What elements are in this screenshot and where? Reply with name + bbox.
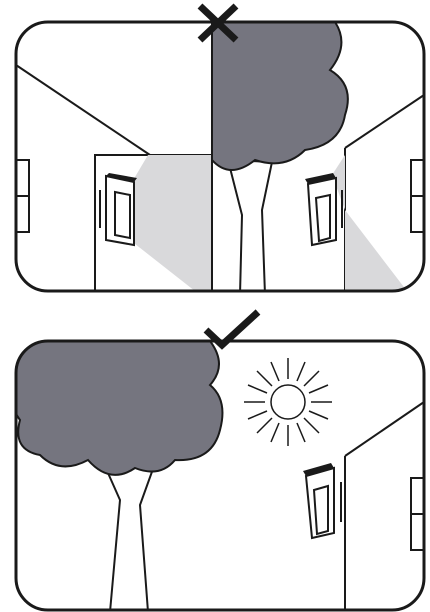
wall-tab-right xyxy=(411,478,424,550)
light-beam-right xyxy=(332,155,410,295)
light-sensor-left xyxy=(100,173,137,245)
panel-incorrect xyxy=(16,6,424,295)
wall-tab-right xyxy=(411,160,424,232)
wall-tab-left xyxy=(16,160,29,232)
light-sensor-right xyxy=(305,173,342,245)
light-sensor xyxy=(303,463,341,538)
tree-foliage xyxy=(11,341,222,475)
sun-icon xyxy=(244,358,332,446)
tree-foliage xyxy=(212,22,348,170)
tree-trunk xyxy=(228,160,272,295)
panel-correct xyxy=(11,312,424,612)
tree-trunk xyxy=(100,455,158,612)
